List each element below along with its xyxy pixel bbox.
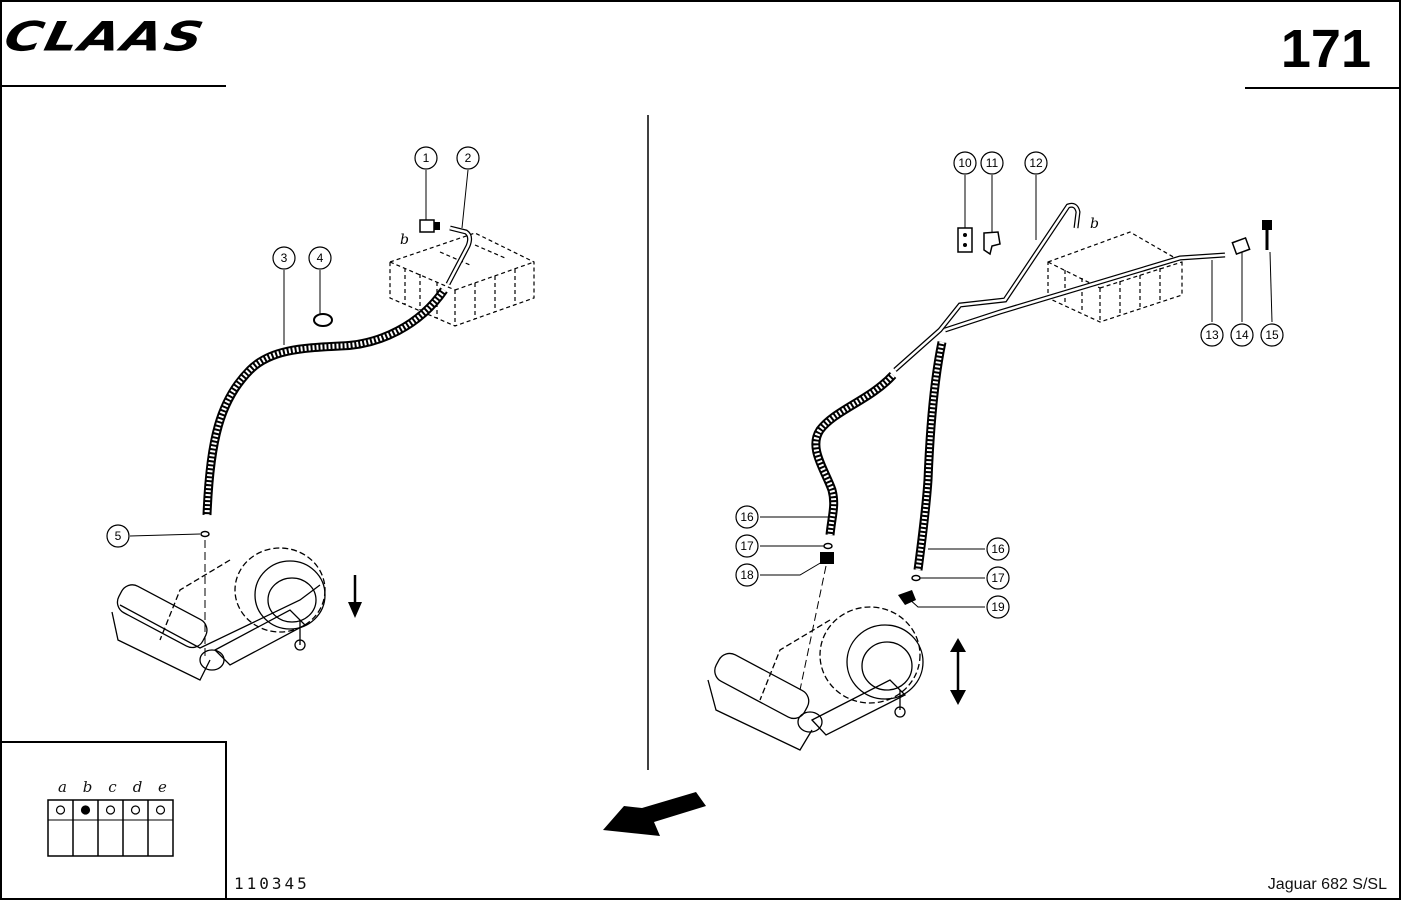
callout-labels: 1 2 3 4 5 10 11 12 13 14 15 16 17 18 16 … bbox=[115, 151, 1279, 614]
callout-16-left: 16 bbox=[740, 510, 754, 524]
hose-16-left bbox=[811, 371, 897, 536]
variant-letter-a: a bbox=[58, 778, 67, 796]
callout-17-left: 17 bbox=[740, 539, 754, 553]
connection-label-right: b bbox=[1090, 216, 1099, 232]
clip-11 bbox=[983, 231, 1001, 256]
brand-logo: CLAAS bbox=[0, 14, 210, 61]
callout-13: 13 bbox=[1205, 328, 1219, 342]
left-assembly bbox=[111, 219, 535, 681]
fitting-18 bbox=[820, 552, 834, 564]
fitting-15 bbox=[1262, 220, 1272, 230]
callout-12: 12 bbox=[1029, 156, 1043, 170]
callout-10: 10 bbox=[958, 156, 972, 170]
direction-arrow-up-down bbox=[950, 638, 966, 705]
right-assembly bbox=[707, 202, 1272, 751]
callout-16-right: 16 bbox=[991, 542, 1005, 556]
page-number: 171 bbox=[1280, 19, 1371, 79]
hose-16-right bbox=[913, 341, 947, 571]
seal-17-left bbox=[823, 542, 833, 550]
direction-arrow-down bbox=[348, 575, 362, 618]
variant-d-indicator bbox=[130, 805, 141, 815]
connection-label-left: b bbox=[400, 232, 409, 248]
fitting-1 bbox=[419, 219, 435, 233]
seal-17-right bbox=[911, 574, 921, 582]
callout-1: 1 bbox=[423, 151, 430, 165]
callout-3: 3 bbox=[281, 251, 288, 265]
callout-5: 5 bbox=[115, 529, 122, 543]
variant-letters: a b c d e bbox=[50, 778, 175, 796]
variant-c-indicator bbox=[105, 805, 116, 815]
right-leader-lines bbox=[760, 175, 1273, 608]
clamp-4 bbox=[313, 313, 333, 327]
variant-e-indicator bbox=[155, 805, 166, 815]
left-radiator-block bbox=[389, 232, 535, 327]
callout-circles bbox=[106, 146, 1284, 619]
left-pump-housing bbox=[111, 547, 326, 681]
callout-2: 2 bbox=[465, 151, 472, 165]
right-pump-housing bbox=[707, 606, 924, 751]
variant-a-indicator bbox=[55, 805, 66, 815]
callout-14: 14 bbox=[1235, 328, 1249, 342]
bracket-10 bbox=[957, 227, 973, 253]
callout-19: 19 bbox=[991, 600, 1005, 614]
variant-letter-e: e bbox=[158, 778, 167, 796]
machine-model: Jaguar 682 S/SL bbox=[1267, 876, 1387, 893]
left-leader-lines bbox=[129, 169, 469, 537]
callout-4: 4 bbox=[317, 251, 324, 265]
callout-15: 15 bbox=[1265, 328, 1279, 342]
callout-18: 18 bbox=[740, 568, 754, 582]
catalog-code: 110345 bbox=[234, 874, 310, 893]
variant-indicator bbox=[47, 799, 174, 857]
variant-letter-b: b bbox=[82, 778, 93, 796]
callout-17-right: 17 bbox=[991, 571, 1005, 585]
fitting-14 bbox=[1231, 237, 1251, 255]
seal-5 bbox=[200, 530, 210, 538]
variant-letter-d: d bbox=[132, 778, 143, 796]
variant-b-indicator bbox=[80, 805, 91, 815]
variant-letter-c: c bbox=[108, 778, 117, 796]
callout-11: 11 bbox=[986, 156, 999, 170]
travel-direction-arrow bbox=[603, 792, 706, 836]
pipe-13 bbox=[944, 252, 1226, 333]
